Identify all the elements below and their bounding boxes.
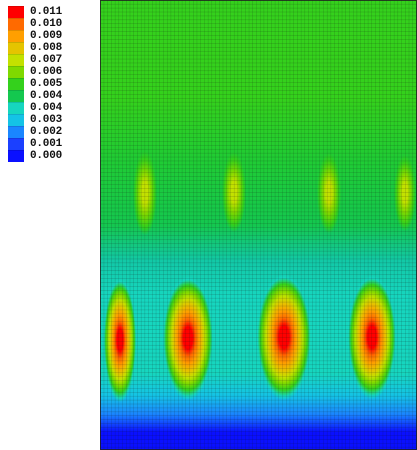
legend-entry: 0.005 bbox=[8, 78, 92, 90]
legend-entry: 0.004 bbox=[8, 102, 92, 114]
legend-entry: 0.007 bbox=[8, 54, 92, 66]
mesh-grid bbox=[100, 0, 417, 450]
legend-swatch bbox=[8, 42, 24, 54]
legend-label: 0.009 bbox=[30, 30, 63, 42]
legend-label: 0.007 bbox=[30, 54, 63, 66]
legend-entry: 0.001 bbox=[8, 138, 92, 150]
color-legend: 0.011 0.010 0.009 0.008 0.007 0.006 0.00… bbox=[8, 6, 92, 162]
legend-swatch bbox=[8, 102, 24, 114]
contour-plot bbox=[100, 0, 417, 450]
legend-label: 0.004 bbox=[30, 90, 63, 102]
legend-swatch bbox=[8, 54, 24, 66]
legend-entry: 0.006 bbox=[8, 66, 92, 78]
legend-swatch bbox=[8, 138, 24, 150]
legend-label: 0.000 bbox=[30, 150, 63, 162]
legend-swatch bbox=[8, 30, 24, 42]
legend-entry: 0.002 bbox=[8, 126, 92, 138]
legend-label: 0.006 bbox=[30, 66, 63, 78]
legend-swatch bbox=[8, 150, 24, 162]
legend-label: 0.002 bbox=[30, 126, 63, 138]
legend-label: 0.001 bbox=[30, 138, 63, 150]
legend-label: 0.010 bbox=[30, 18, 63, 30]
legend-label: 0.004 bbox=[30, 102, 63, 114]
legend-label: 0.003 bbox=[30, 114, 63, 126]
legend-label: 0.005 bbox=[30, 78, 63, 90]
legend-entry: 0.000 bbox=[8, 150, 92, 162]
legend-entry: 0.009 bbox=[8, 30, 92, 42]
legend-swatch bbox=[8, 6, 24, 18]
legend-entry: 0.003 bbox=[8, 114, 92, 126]
legend-label: 0.011 bbox=[30, 6, 63, 18]
legend-swatch bbox=[8, 126, 24, 138]
legend-entry: 0.008 bbox=[8, 42, 92, 54]
legend-entry: 0.011 bbox=[8, 6, 92, 18]
legend-label: 0.008 bbox=[30, 42, 63, 54]
legend-swatch bbox=[8, 18, 24, 30]
legend-entry: 0.010 bbox=[8, 18, 92, 30]
legend-swatch bbox=[8, 90, 24, 102]
legend-swatch bbox=[8, 114, 24, 126]
legend-swatch bbox=[8, 78, 24, 90]
legend-swatch bbox=[8, 66, 24, 78]
legend-entry: 0.004 bbox=[8, 90, 92, 102]
